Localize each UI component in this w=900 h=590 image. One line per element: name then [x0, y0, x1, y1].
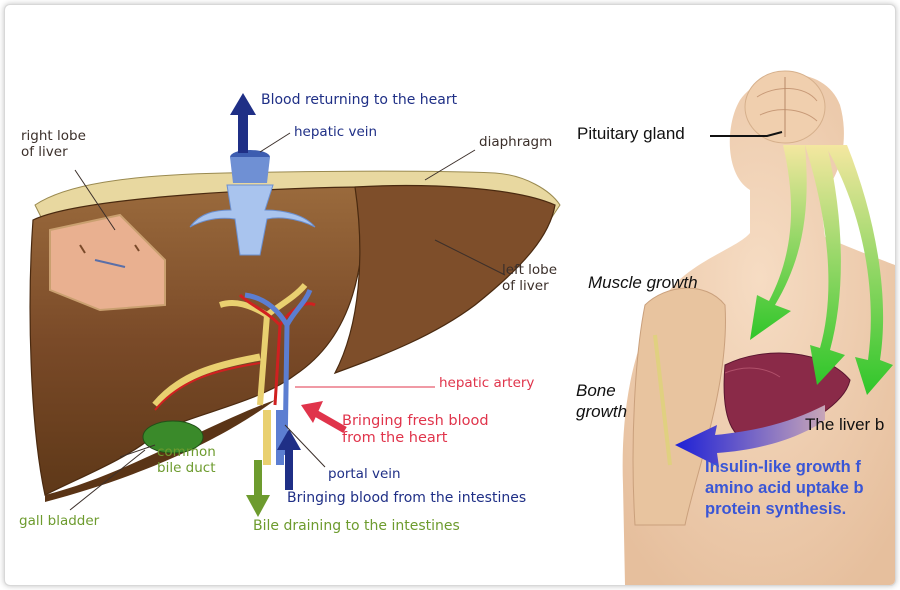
portal-vein-label: portal vein	[328, 466, 401, 482]
liver-body-label: The liver b	[805, 415, 885, 434]
blood-return-label: Blood returning to the heart	[261, 92, 458, 108]
igf-line-1: Insulin-like growth f	[705, 458, 861, 476]
common-bile-duct-label: common bile duct	[157, 444, 216, 476]
gall-bladder-shape	[142, 420, 204, 454]
igf-line-3: protein synthesis.	[705, 500, 847, 518]
hepatic-vein	[189, 150, 316, 256]
illustration	[29, 70, 895, 585]
pituitary-leader	[710, 131, 783, 137]
intestine-blood-label: Bringing blood from the intestines	[287, 490, 527, 506]
fresh-blood-label: Bringing fresh blood from the heart	[342, 413, 489, 446]
flow-arrows	[246, 401, 347, 517]
liver-shape	[29, 170, 561, 502]
bone-growth-label: Bone growth	[576, 381, 628, 422]
hepatic-vein-label: hepatic vein	[294, 124, 378, 140]
gall-bladder-label: gall bladder	[19, 513, 100, 529]
figure-frame: Blood returning to the heart hepatic vei…	[4, 4, 896, 586]
liver-cross-section	[49, 213, 166, 312]
igf-arrow	[675, 405, 825, 467]
pituitary-label: Pituitary gland	[577, 124, 685, 143]
bile-draining-label: Bile draining to the intestines	[253, 518, 460, 534]
right-lobe-label: right lobe of liver	[21, 128, 86, 160]
muscle-growth-label: Muscle growth	[588, 273, 698, 292]
portal-triad	[152, 283, 316, 465]
blood-return-arrow	[230, 93, 256, 153]
left-lobe-label: left lobe of liver	[502, 262, 558, 294]
igf-line-2: amino acid uptake b	[705, 479, 864, 497]
leader-lines	[69, 132, 506, 511]
growth-arrows	[750, 145, 893, 395]
diaphragm-label: diaphragm	[479, 134, 553, 150]
hepatic-artery-label: hepatic artery	[439, 375, 535, 391]
